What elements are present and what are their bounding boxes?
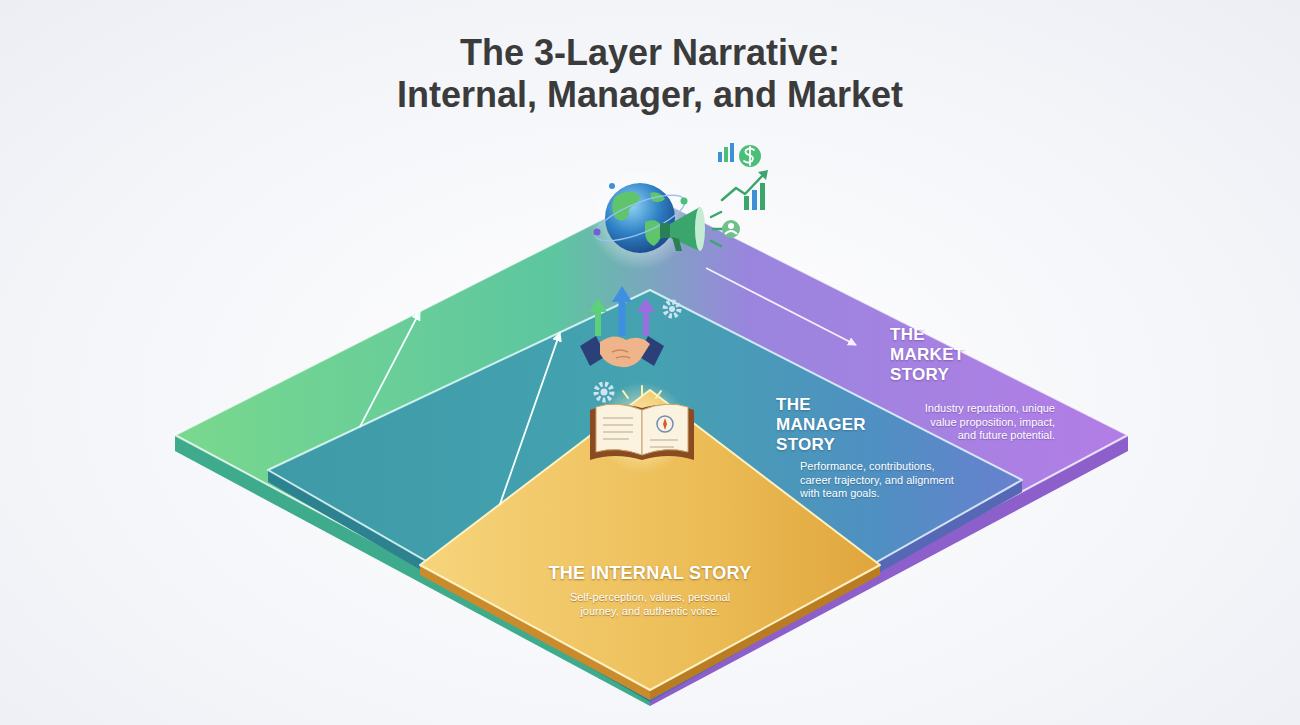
right-page (642, 404, 688, 455)
gear-hub (601, 389, 608, 396)
megaphone-back (660, 223, 670, 238)
network-dot (594, 229, 601, 236)
layer-description: Self-perception, values, personal journe… (560, 591, 740, 618)
up-arrow (595, 310, 601, 336)
continent (612, 192, 639, 221)
compass-needle (663, 418, 667, 430)
layer-heading: THE MANAGER STORY (776, 395, 880, 455)
book-cover (590, 404, 694, 460)
title: The 3-Layer Narrative: Internal, Manager… (250, 32, 1050, 116)
up-arrow-head (589, 298, 607, 312)
book-glow (596, 382, 688, 474)
bar (752, 190, 757, 210)
megaphone-mouth (695, 207, 705, 251)
megaphone-handle (672, 237, 682, 251)
up-arrow (619, 300, 626, 336)
leader-arrow (706, 268, 856, 345)
handshake-icon (580, 286, 679, 400)
fingers (612, 350, 630, 358)
network-dot (609, 183, 615, 189)
trend-line (722, 174, 764, 200)
up-arrow-head (612, 286, 632, 302)
growth-arrow (500, 332, 560, 504)
continent (645, 220, 662, 246)
growth-arrow (360, 311, 420, 426)
layer-heading-slot: THE MARKET STORY (890, 325, 986, 385)
layer-face (420, 390, 880, 690)
trend-head (758, 170, 768, 180)
up-arrow-head (637, 298, 655, 312)
layer-face (175, 195, 1128, 690)
globe (605, 183, 675, 253)
globe-icon (588, 166, 692, 270)
layer-description-slot: Industry reputation, unique value propos… (915, 402, 1055, 443)
page-lines (650, 440, 678, 447)
bar (744, 196, 749, 210)
compass (657, 416, 673, 432)
mini-bar (718, 152, 722, 162)
gear-hub (669, 306, 675, 312)
left-page (596, 404, 642, 455)
title-slot: The 3-Layer Narrative: Internal, Manager… (250, 32, 1050, 116)
megaphone-icon (660, 207, 725, 251)
dollar-symbol (744, 147, 754, 165)
sparkle (623, 386, 661, 398)
layer-heading: THE INTERNAL STORY (520, 562, 780, 584)
layer-description-slot: Performance, contributions, career traje… (800, 460, 960, 501)
layer-face (268, 290, 1022, 690)
layer-heading-slot: THE MANAGER STORY (776, 395, 880, 455)
layer-description: Industry reputation, unique value propos… (915, 402, 1055, 443)
network-dot (681, 198, 688, 205)
page-lines (603, 418, 633, 439)
person-badge (722, 220, 740, 238)
layer-heading-slot: THE INTERNAL STORY (520, 562, 780, 584)
mini-bar (724, 147, 728, 162)
bar (760, 183, 765, 210)
growth-icons (718, 143, 768, 238)
mini-bar (730, 143, 734, 162)
layer-heading: THE MARKET STORY (890, 325, 986, 385)
globe-glow (588, 166, 692, 270)
up-arrow (643, 310, 649, 336)
book-icon (590, 382, 694, 474)
layer-description-slot: Self-perception, values, personal journe… (560, 591, 740, 618)
gear (665, 302, 679, 316)
person-body (725, 231, 737, 234)
person-head (728, 223, 734, 229)
coin (739, 145, 761, 167)
layer-description: Performance, contributions, career traje… (800, 460, 960, 501)
hands (600, 336, 650, 367)
